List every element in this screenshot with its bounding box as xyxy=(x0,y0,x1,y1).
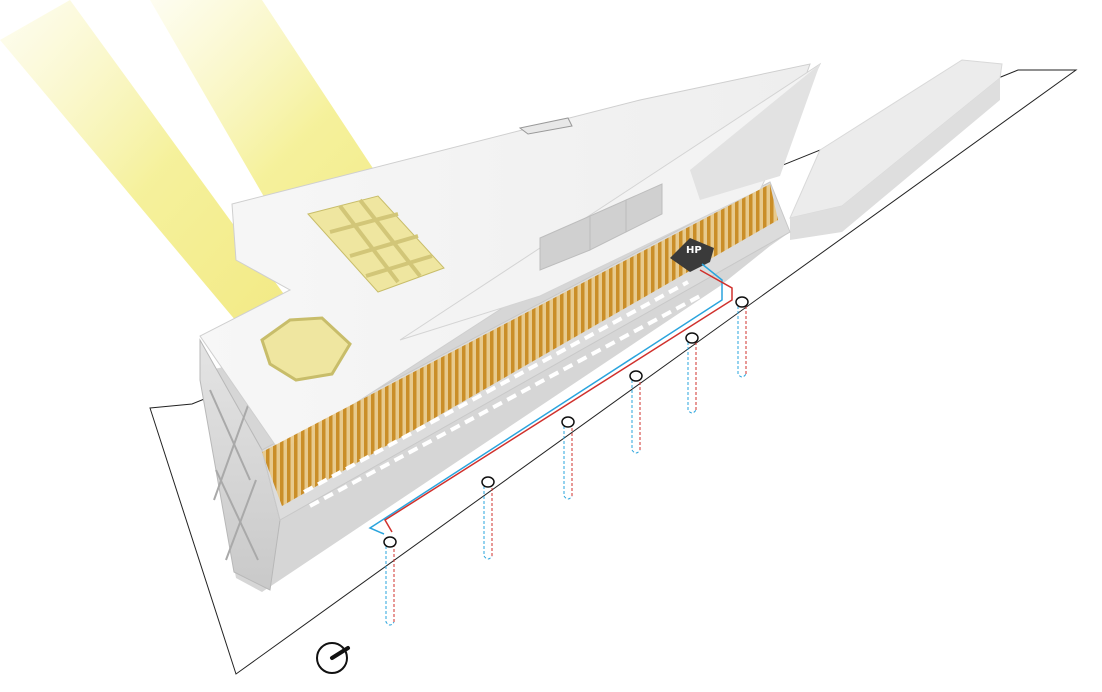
compass-icon xyxy=(316,642,350,674)
borehole xyxy=(481,476,495,560)
skylight-grid xyxy=(307,195,445,293)
rear-wing xyxy=(789,59,1003,219)
borehole xyxy=(629,370,643,454)
borehole xyxy=(685,332,699,414)
borehole xyxy=(561,416,575,500)
main-roof xyxy=(199,63,811,453)
boreholes xyxy=(383,296,749,626)
roof-vent xyxy=(518,117,573,135)
supply-header xyxy=(368,263,723,535)
facade-bracing xyxy=(209,389,259,561)
rear-wing-side xyxy=(790,78,1000,240)
sun-beam-left xyxy=(0,0,310,352)
site-outline xyxy=(149,69,1078,675)
borehole xyxy=(383,536,397,626)
heat-pump-icon: HP xyxy=(670,238,714,272)
radiant-loop-lower xyxy=(309,294,701,508)
pipe-network xyxy=(368,263,733,535)
timber-louvres xyxy=(262,184,778,506)
roof-fin-shadow xyxy=(690,64,820,200)
return-header xyxy=(383,269,733,533)
borehole xyxy=(735,296,749,378)
clerestory-windows xyxy=(539,183,663,271)
radiant-loop-upper xyxy=(303,280,689,494)
hex-skylight xyxy=(260,316,352,382)
heat-pump-label: HP xyxy=(686,245,702,256)
